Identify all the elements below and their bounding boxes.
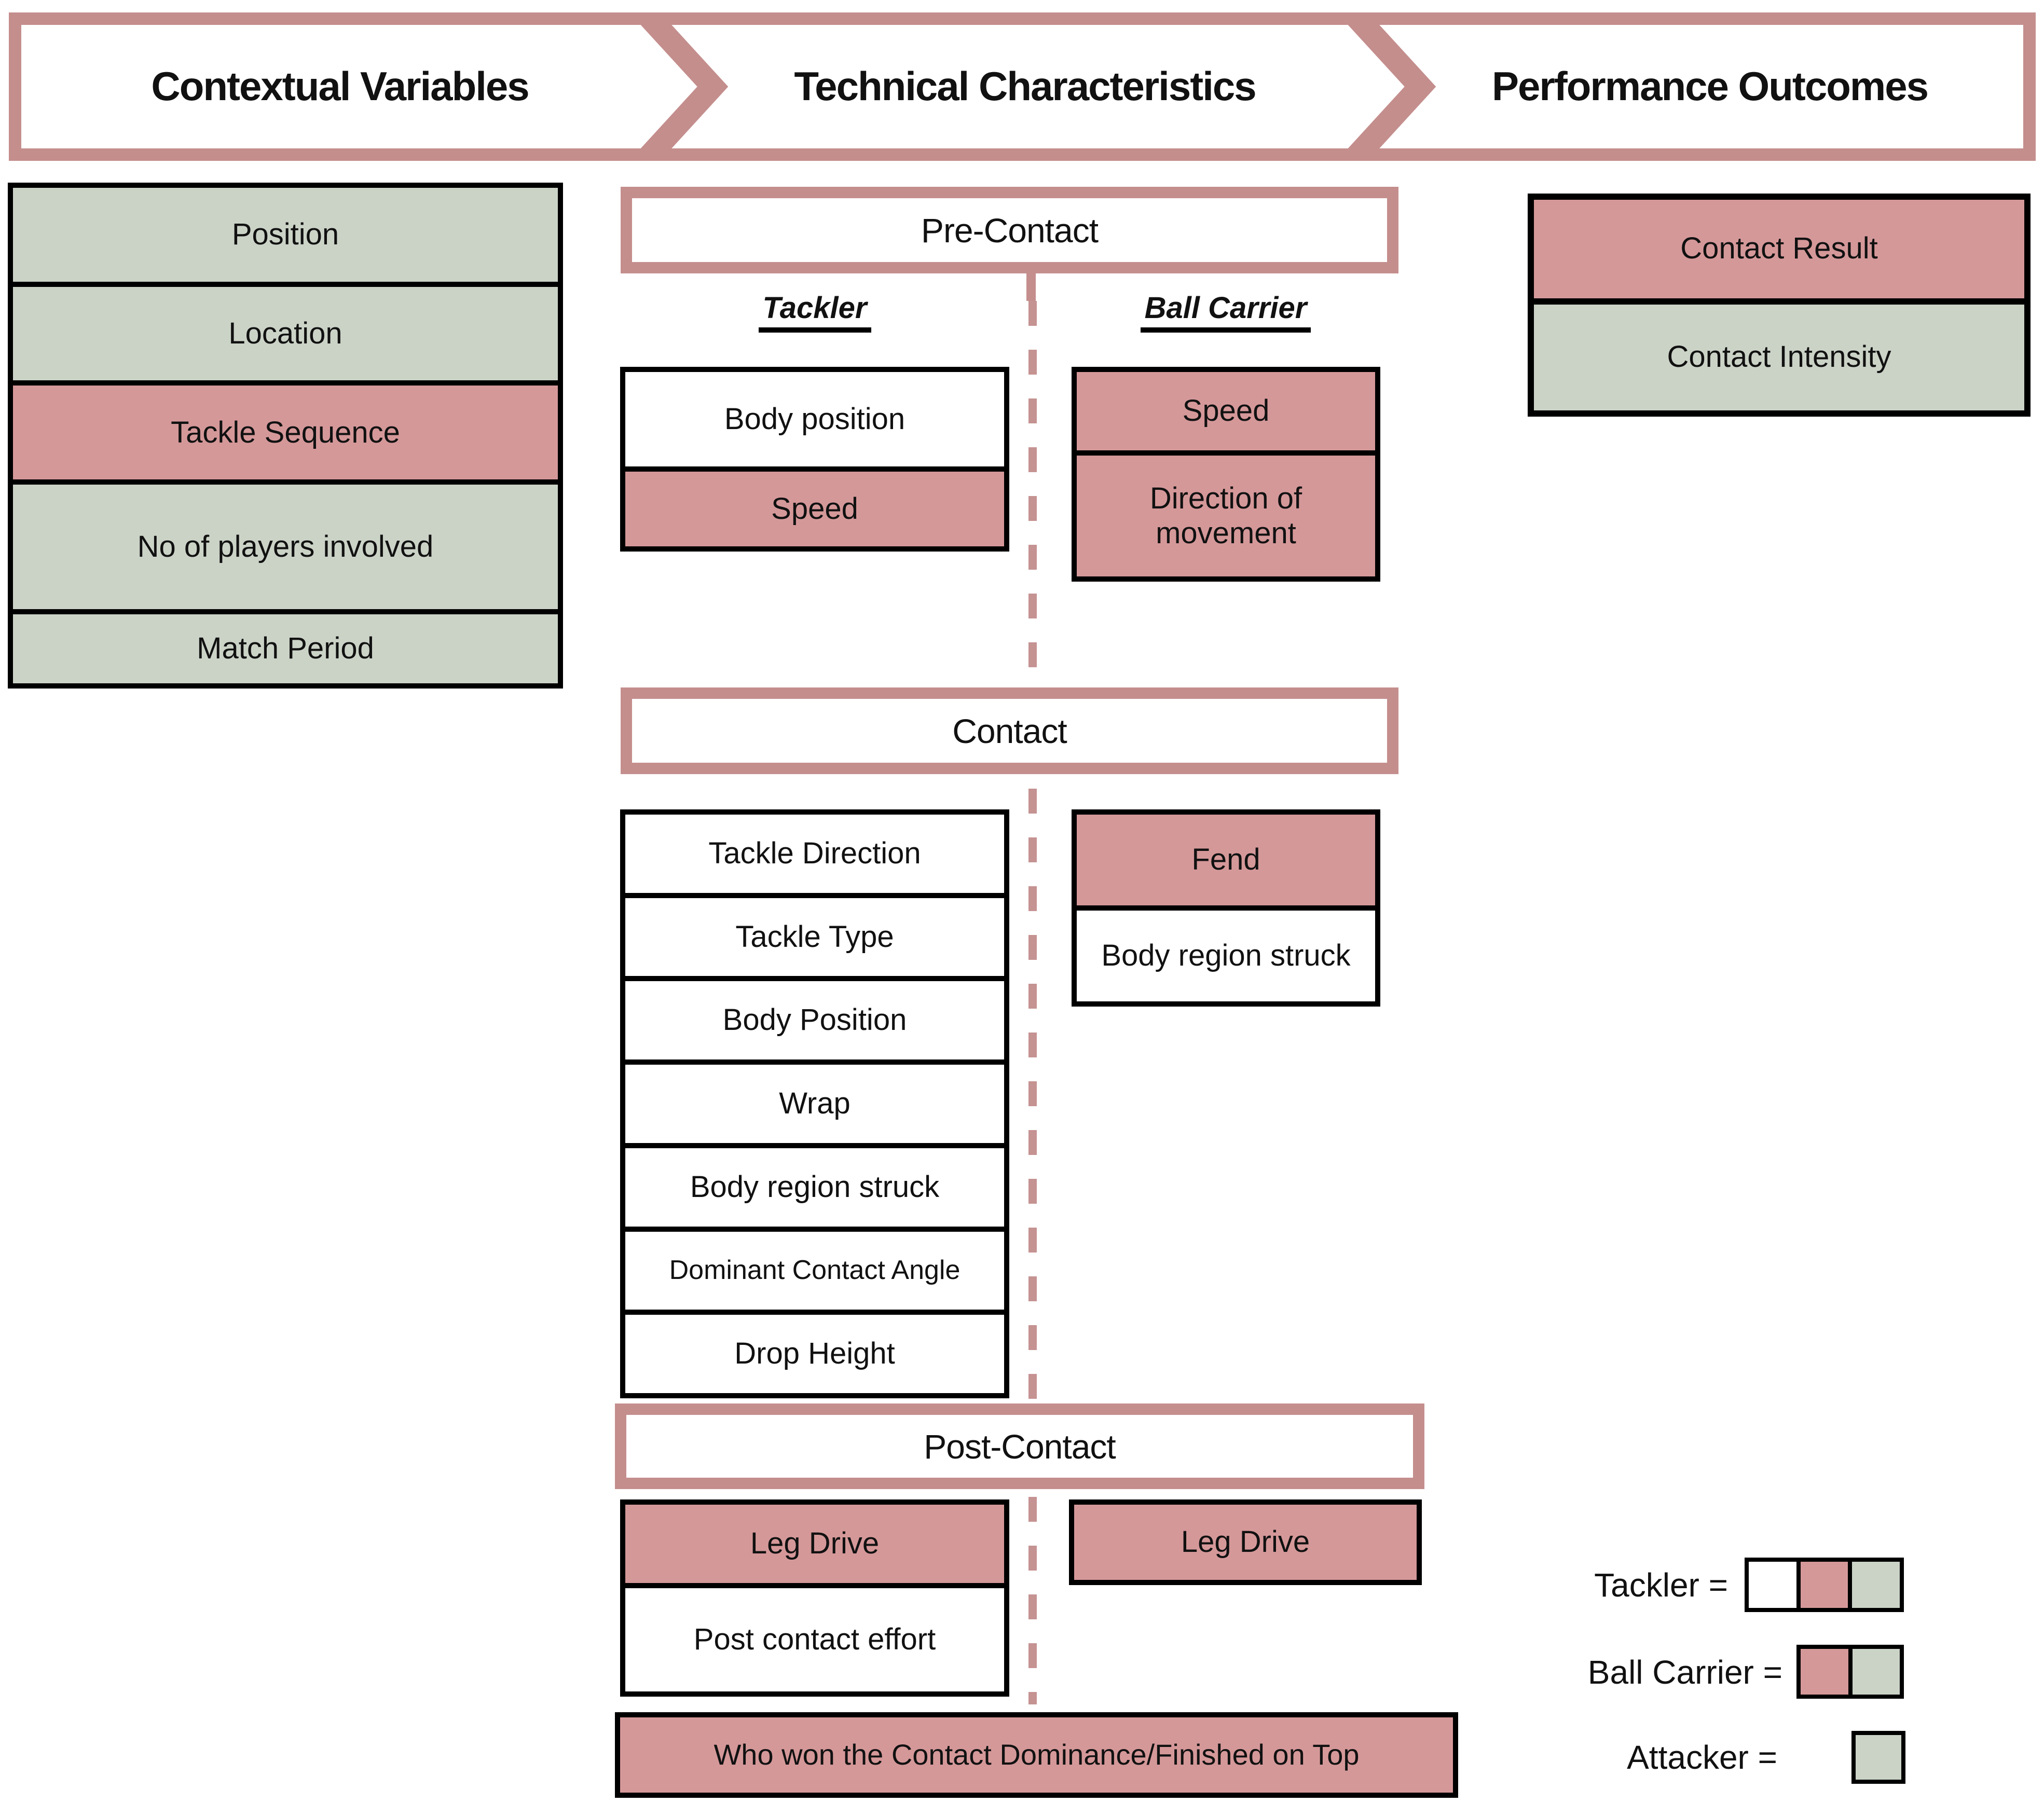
performance-outcomes-box: Contact Result Contact Intensity — [1528, 194, 2031, 417]
contextual-item: No of players involved — [13, 479, 558, 609]
contextual-item: Match Period — [13, 609, 558, 684]
chevron-title-performance: Performance Outcomes — [1492, 63, 1929, 109]
contact-tackler-item: Body Position — [625, 976, 1004, 1060]
pre-contact-tackler-box: Body position Speed — [620, 367, 1009, 552]
pre-contact-title: Pre-Contact — [921, 211, 1099, 250]
contact-ball-carrier-item: Body region struck — [1077, 905, 1375, 1001]
contact-header: Contact — [621, 687, 1398, 774]
legend-swatch-ball-carrier — [1796, 1645, 1904, 1699]
chevron-band — [9, 12, 2036, 161]
chevron-shape-contextual — [9, 12, 715, 161]
post-contact-header: Post-Contact — [615, 1403, 1424, 1489]
tackler-label: Tackler — [685, 291, 944, 333]
contact-dominance-label: Who won the Contact Dominance/Finished o… — [620, 1717, 1453, 1793]
post-tackler-item: Post contact effort — [625, 1582, 1004, 1691]
legend-cell-white — [1749, 1562, 1796, 1608]
legend-cell-green — [1848, 1562, 1900, 1608]
contextual-variables-box: Position Location Tackle Sequence No of … — [8, 183, 563, 689]
connector-stub — [1026, 271, 1036, 301]
legend-cell-green — [1848, 1649, 1900, 1695]
chevron-shape-technical — [643, 12, 1422, 161]
pre-ball-carrier-item: Speed — [1077, 372, 1375, 451]
contact-ball-carrier-box: Fend Body region struck — [1072, 809, 1380, 1007]
legend-cell-pink — [1796, 1562, 1848, 1608]
contact-dominance-box: Who won the Contact Dominance/Finished o… — [615, 1712, 1458, 1798]
post-contact-tackler-box: Leg Drive Post contact effort — [620, 1499, 1009, 1697]
chevron-title-contextual: Contextual Variables — [151, 63, 529, 109]
chevron-title-technical: Technical Characteristics — [794, 63, 1256, 109]
post-ball-carrier-item: Leg Drive — [1074, 1505, 1417, 1580]
post-contact-title: Post-Contact — [924, 1427, 1116, 1466]
contact-tackler-item: Drop Height — [625, 1310, 1004, 1394]
pre-contact-ball-carrier-box: Speed Direction of movement — [1072, 367, 1380, 582]
contact-tackler-item: Tackle Direction — [625, 815, 1004, 893]
contact-tackler-item: Tackle Type — [625, 892, 1004, 976]
legend-label-ball-carrier: Ball Carrier = — [1587, 1654, 1782, 1691]
contact-tackler-item: Wrap — [625, 1059, 1004, 1143]
legend-cell-green — [1856, 1735, 1901, 1780]
contextual-item: Tackle Sequence — [13, 380, 558, 480]
contact-ball-carrier-item: Fend — [1077, 815, 1375, 905]
pre-contact-header: Pre-Contact — [621, 187, 1398, 273]
ball-carrier-label: Ball Carrier — [1070, 291, 1381, 333]
legend-label-attacker: Attacker = — [1627, 1739, 1777, 1776]
post-tackler-item: Leg Drive — [625, 1505, 1004, 1583]
outcome-item: Contact Result — [1534, 200, 2024, 298]
legend-label-tackler: Tackler = — [1594, 1566, 1728, 1604]
contact-title: Contact — [952, 711, 1067, 750]
chevron-shape-performance — [1351, 12, 2036, 161]
legend-swatch-attacker — [1851, 1731, 1905, 1784]
contact-tackler-item: Dominant Contact Angle — [625, 1226, 1004, 1310]
dashed-divider-upper — [1028, 301, 1037, 1402]
contact-tackler-box: Tackle Direction Tackle Type Body Positi… — [620, 809, 1009, 1398]
legend-swatch-tackler — [1745, 1558, 1904, 1612]
legend-cell-pink — [1801, 1649, 1848, 1695]
pre-tackler-item: Speed — [625, 466, 1004, 546]
contextual-item: Location — [13, 282, 558, 381]
pre-tackler-item: Body position — [625, 372, 1004, 466]
post-contact-ball-carrier-box: Leg Drive — [1069, 1499, 1422, 1585]
outcome-item: Contact Intensity — [1534, 298, 2024, 410]
contact-tackler-item: Body region struck — [625, 1143, 1004, 1227]
contextual-item: Position — [13, 188, 558, 282]
dashed-divider-lower — [1028, 1497, 1037, 1704]
pre-ball-carrier-item: Direction of movement — [1077, 450, 1375, 576]
